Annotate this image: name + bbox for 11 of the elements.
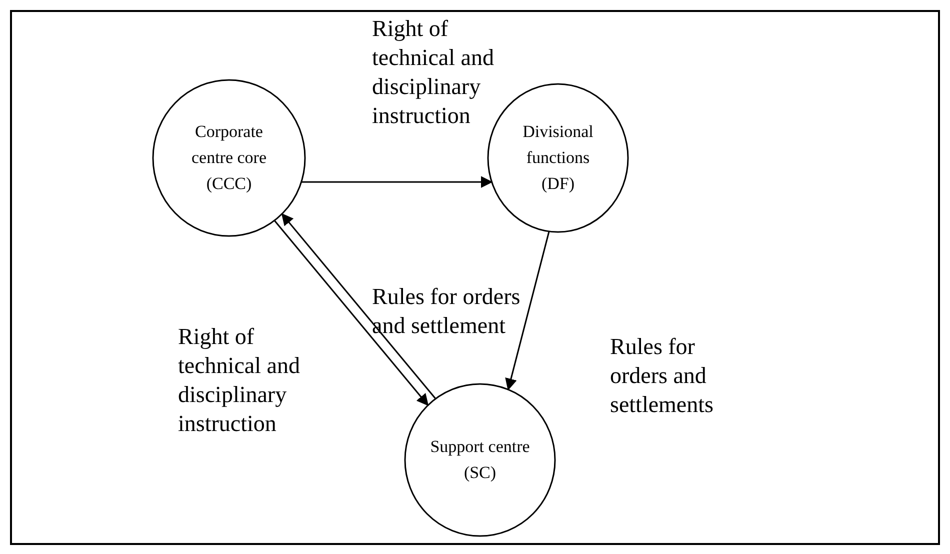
arrow <box>301 176 493 188</box>
node-label: Support centre (SC) <box>429 436 531 484</box>
node-label: Corporate centre core (CCC) <box>190 120 268 195</box>
arrow <box>281 213 436 400</box>
arrow <box>274 220 429 406</box>
edge-label: Rules for orders and settlements <box>610 333 714 419</box>
edge-label: Right of technical and disciplinary instruction <box>178 323 301 438</box>
edge-label: Right of technical and disciplinary instruction <box>372 15 495 130</box>
node-label: Divisional functions (DF) <box>522 120 594 195</box>
edge-label: Rules for orders and settlement <box>372 283 522 340</box>
arrow <box>505 231 550 391</box>
